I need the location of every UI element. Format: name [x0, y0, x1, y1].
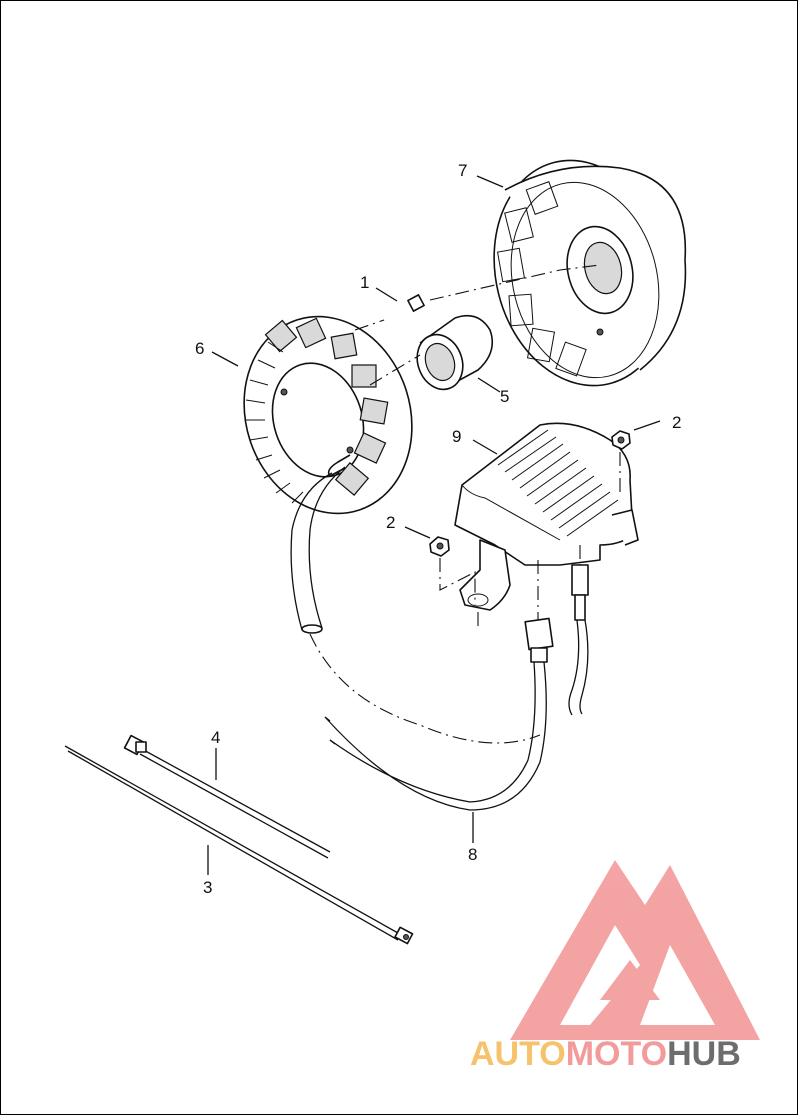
callout-9: 9 — [452, 427, 461, 446]
callout-2-upper: 2 — [672, 413, 681, 432]
rotor-part — [493, 159, 687, 387]
callout-5: 5 — [500, 387, 509, 406]
bolt-part — [383, 294, 425, 322]
watermark-text: AUTOMOTOHUB — [470, 1035, 741, 1073]
watermark-logo — [510, 860, 760, 1040]
nut-part-upper — [611, 430, 631, 450]
callout-6: 6 — [195, 339, 204, 358]
callout-4: 4 — [211, 728, 220, 747]
regulator-part — [454, 422, 639, 611]
wiring-harness-part — [324, 564, 589, 811]
callout-3: 3 — [203, 878, 212, 897]
callout-7: 7 — [458, 161, 467, 180]
callout-8: 8 — [468, 845, 477, 864]
callout-2-lower: 2 — [386, 513, 395, 532]
spacer-sleeve-part — [416, 314, 494, 391]
stator-part — [243, 315, 413, 634]
assembly-lines — [309, 264, 621, 744]
nut-part-lower — [429, 536, 450, 557]
cable-strap-short-part — [123, 734, 331, 859]
watermark-triangle-icon — [510, 860, 760, 1040]
callout-1: 1 — [360, 273, 369, 292]
cable-strap-long-part — [64, 745, 414, 945]
leader-lines — [207, 175, 661, 875]
